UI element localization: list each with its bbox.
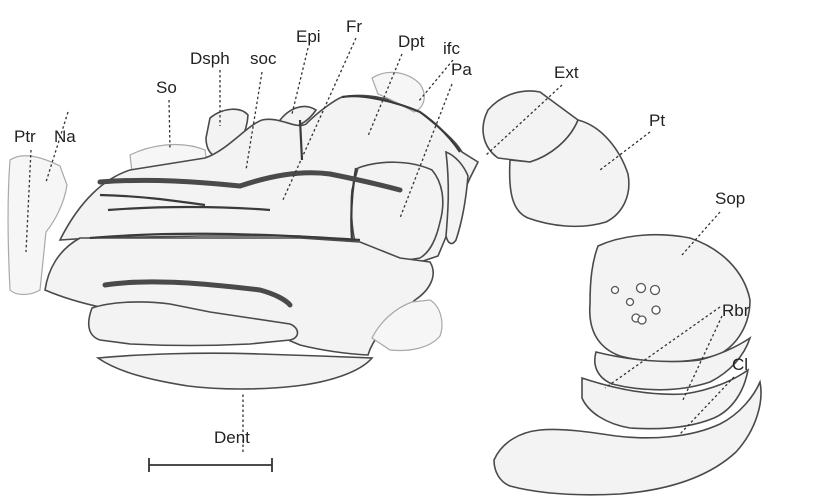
label-pt: Pt: [649, 111, 665, 130]
label-so: So: [156, 78, 177, 97]
pore: [638, 316, 646, 324]
label-ptr: Ptr: [14, 127, 36, 146]
label-ifc: ifc: [443, 39, 461, 58]
posttemporal-group: [483, 91, 629, 226]
pore: [612, 287, 619, 294]
label-dent: Dent: [214, 428, 250, 447]
label-sop: Sop: [715, 189, 745, 208]
label-cl: Cl: [732, 355, 748, 374]
label-epi: Epi: [296, 27, 321, 46]
pore: [637, 284, 646, 293]
scale-bar: [149, 458, 272, 472]
label-pa: Pa: [451, 60, 472, 79]
pore: [652, 306, 660, 314]
label-fr: Fr: [346, 17, 362, 36]
label-na: Na: [54, 127, 76, 146]
pore: [651, 286, 660, 295]
skull-roof: [8, 72, 478, 355]
label-soc: soc: [250, 49, 277, 68]
pore: [627, 299, 634, 306]
opercular-series: [494, 235, 761, 495]
label-rbr: Rbr: [722, 301, 750, 320]
label-dsph: Dsph: [190, 49, 230, 68]
label-dpt: Dpt: [398, 32, 425, 51]
dentary-lower: [98, 353, 372, 389]
label-ext: Ext: [554, 63, 579, 82]
